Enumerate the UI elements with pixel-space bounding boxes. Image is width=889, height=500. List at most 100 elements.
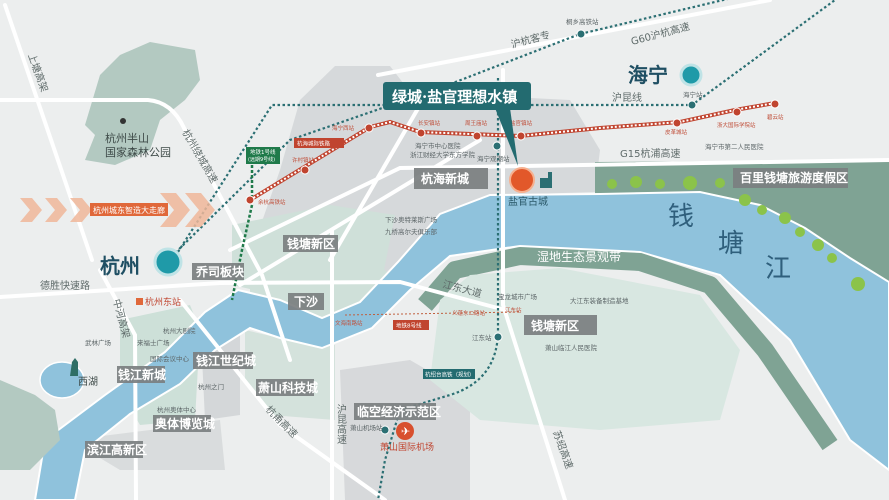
airplane-glyph-icon: ✈ xyxy=(401,425,410,438)
airport-label[interactable]: 萧山国际机场 xyxy=(380,441,434,453)
city-marker-haining[interactable] xyxy=(679,63,703,87)
pagoda-icon xyxy=(70,358,78,376)
district-qiantang-resort[interactable]: 百里钱塘旅游度假区 xyxy=(733,168,848,188)
intercity-label: 杭海城际铁路 xyxy=(297,140,331,148)
resort-green-area xyxy=(595,160,889,285)
station-marker[interactable] xyxy=(364,123,374,133)
project-title-callout[interactable]: 绿城·盐官理想水镇 xyxy=(383,82,531,166)
station-marker[interactable] xyxy=(472,131,482,141)
road-hangyong xyxy=(178,298,387,500)
station-marker[interactable] xyxy=(493,332,503,342)
rail-hangshaotai-planned[interactable] xyxy=(376,78,500,500)
poi-label: 宝龙城市广场 xyxy=(498,292,538,301)
forest-park-marker-icon xyxy=(120,118,126,124)
poi-label: 九桥高尔夫俱乐部 xyxy=(385,227,438,236)
city-label-hangzhou: 杭州 xyxy=(100,254,140,278)
station-label: 萧山机场站 xyxy=(350,423,383,432)
station-marker[interactable] xyxy=(770,99,780,109)
district-qiantang-upper[interactable]: 钱塘新区 xyxy=(283,235,338,252)
road-diagonal-2 xyxy=(328,103,422,262)
district-label: 滨江高新区 xyxy=(87,442,147,457)
poi-label: 杭州奥体中心 xyxy=(157,405,197,414)
river-label: 钱 xyxy=(668,202,694,232)
poi-label: 萧山临江人民医院 xyxy=(545,343,598,352)
station-markers xyxy=(245,99,780,205)
district-label: 钱江新城 xyxy=(118,367,166,382)
metro1-label: 地铁1号线 xyxy=(250,148,276,156)
poi-label: 大江东装备制造基地 xyxy=(570,296,629,305)
district-binjiang-hitech[interactable]: 滨江高新区 xyxy=(85,441,147,458)
station-label: 文海南路站 xyxy=(335,319,363,327)
project-title: 绿城·盐官理想水镇 xyxy=(392,88,517,106)
station-label: 许村镇站 xyxy=(292,156,315,164)
road-label: 沪昆高速 xyxy=(335,403,347,444)
station-label: 江东站 xyxy=(472,333,492,342)
district-linkong[interactable]: 临空经济示范区 xyxy=(354,403,441,420)
station-marker[interactable] xyxy=(416,128,426,138)
district-label: 乔司板块 xyxy=(195,264,245,279)
west-hills xyxy=(0,380,60,470)
forest-park-area xyxy=(85,42,200,165)
wetland-label: 湿地生态景观带 xyxy=(537,249,621,264)
district-label: 下沙 xyxy=(294,295,318,309)
metro8-tag: 地铁8号线 xyxy=(393,320,429,330)
river-label: 江 xyxy=(765,254,791,284)
district-qiaosi[interactable]: 乔司板块 xyxy=(192,263,245,280)
station-marker[interactable] xyxy=(245,195,255,205)
city-marker-hangzhou[interactable] xyxy=(153,247,183,277)
district-century-city[interactable]: 钱江世纪城 xyxy=(193,352,256,369)
road-g60 xyxy=(376,0,772,77)
station-label: 皮革城站 xyxy=(665,128,688,136)
poi-label: 杭州大剧院 xyxy=(163,326,196,335)
station-label: 桐乡高铁站 xyxy=(566,17,599,26)
metro-line-8[interactable] xyxy=(344,311,521,316)
corridor-arrows xyxy=(20,193,215,227)
district-xiaoshan-science-city[interactable]: 萧山科技城 xyxy=(256,379,318,396)
station-marker[interactable] xyxy=(732,107,742,117)
site-label: 盐官古城 xyxy=(508,195,548,208)
hst-label: 杭绍台高铁（规划） xyxy=(425,371,475,379)
station-label: 海宁西站 xyxy=(332,124,355,132)
district-label: 临空经济示范区 xyxy=(357,404,441,419)
station-marker[interactable] xyxy=(516,131,526,141)
station-marker[interactable] xyxy=(576,29,586,39)
airplane-icon xyxy=(396,422,414,440)
station-marker[interactable] xyxy=(672,118,682,128)
station-label: 江东站 xyxy=(505,306,522,314)
district-hanghai-newcity[interactable]: 杭海新城 xyxy=(414,168,488,189)
ancient-town-icon xyxy=(540,172,552,188)
road-label: 德胜快速路 xyxy=(40,279,90,292)
district-olympic-expo-city[interactable]: 奥体博览城 xyxy=(153,415,215,432)
road-label: G15杭浦高速 xyxy=(620,147,680,160)
district-label: 钱塘新区 xyxy=(287,236,335,251)
station-marker[interactable] xyxy=(687,100,697,110)
project-location-dot[interactable] xyxy=(509,167,535,193)
station-marker[interactable] xyxy=(492,141,502,151)
hst-tag: 杭绍台高铁（规划） xyxy=(423,369,475,379)
district-qianjiang-newcity[interactable]: 钱江新城 xyxy=(117,366,166,383)
poi-label: 海宁市第二人民医院 xyxy=(705,142,764,151)
qiantang-new-district-area xyxy=(430,268,740,430)
station-marker[interactable] xyxy=(380,425,390,435)
station-label: 盐官镇站 xyxy=(510,119,533,127)
district-label: 百里钱塘旅游度假区 xyxy=(740,170,848,185)
poi-label: 国际会议中心 xyxy=(150,354,190,363)
station-marker[interactable] xyxy=(300,165,310,175)
station-label: 浙大国际学院站 xyxy=(717,121,756,129)
metro1-sub-label: (远期9号线) xyxy=(248,156,275,163)
east-station-label[interactable]: 杭州东站 xyxy=(145,296,181,308)
tree-decorations xyxy=(607,176,865,291)
rail-hanghu-hsr[interactable] xyxy=(171,0,740,257)
station-label: 余杭高铁站 xyxy=(258,198,286,206)
station-label: 长安镇站 xyxy=(418,119,441,127)
train-station-icon xyxy=(136,298,143,305)
district-xiasha[interactable]: 下沙 xyxy=(288,293,324,310)
poi-label: 武林广场 xyxy=(85,338,112,347)
corridor-tag: 杭州城东智造大走廊 xyxy=(90,203,168,216)
station-label: 周王庙站 xyxy=(465,119,488,127)
intercity-tag: 杭海城际铁路 xyxy=(294,138,344,148)
corridor-label: 杭州城东智造大走廊 xyxy=(93,205,165,215)
teal-station-markers xyxy=(380,29,697,435)
district-qiantang-lower[interactable]: 钱塘新区 xyxy=(524,315,597,335)
